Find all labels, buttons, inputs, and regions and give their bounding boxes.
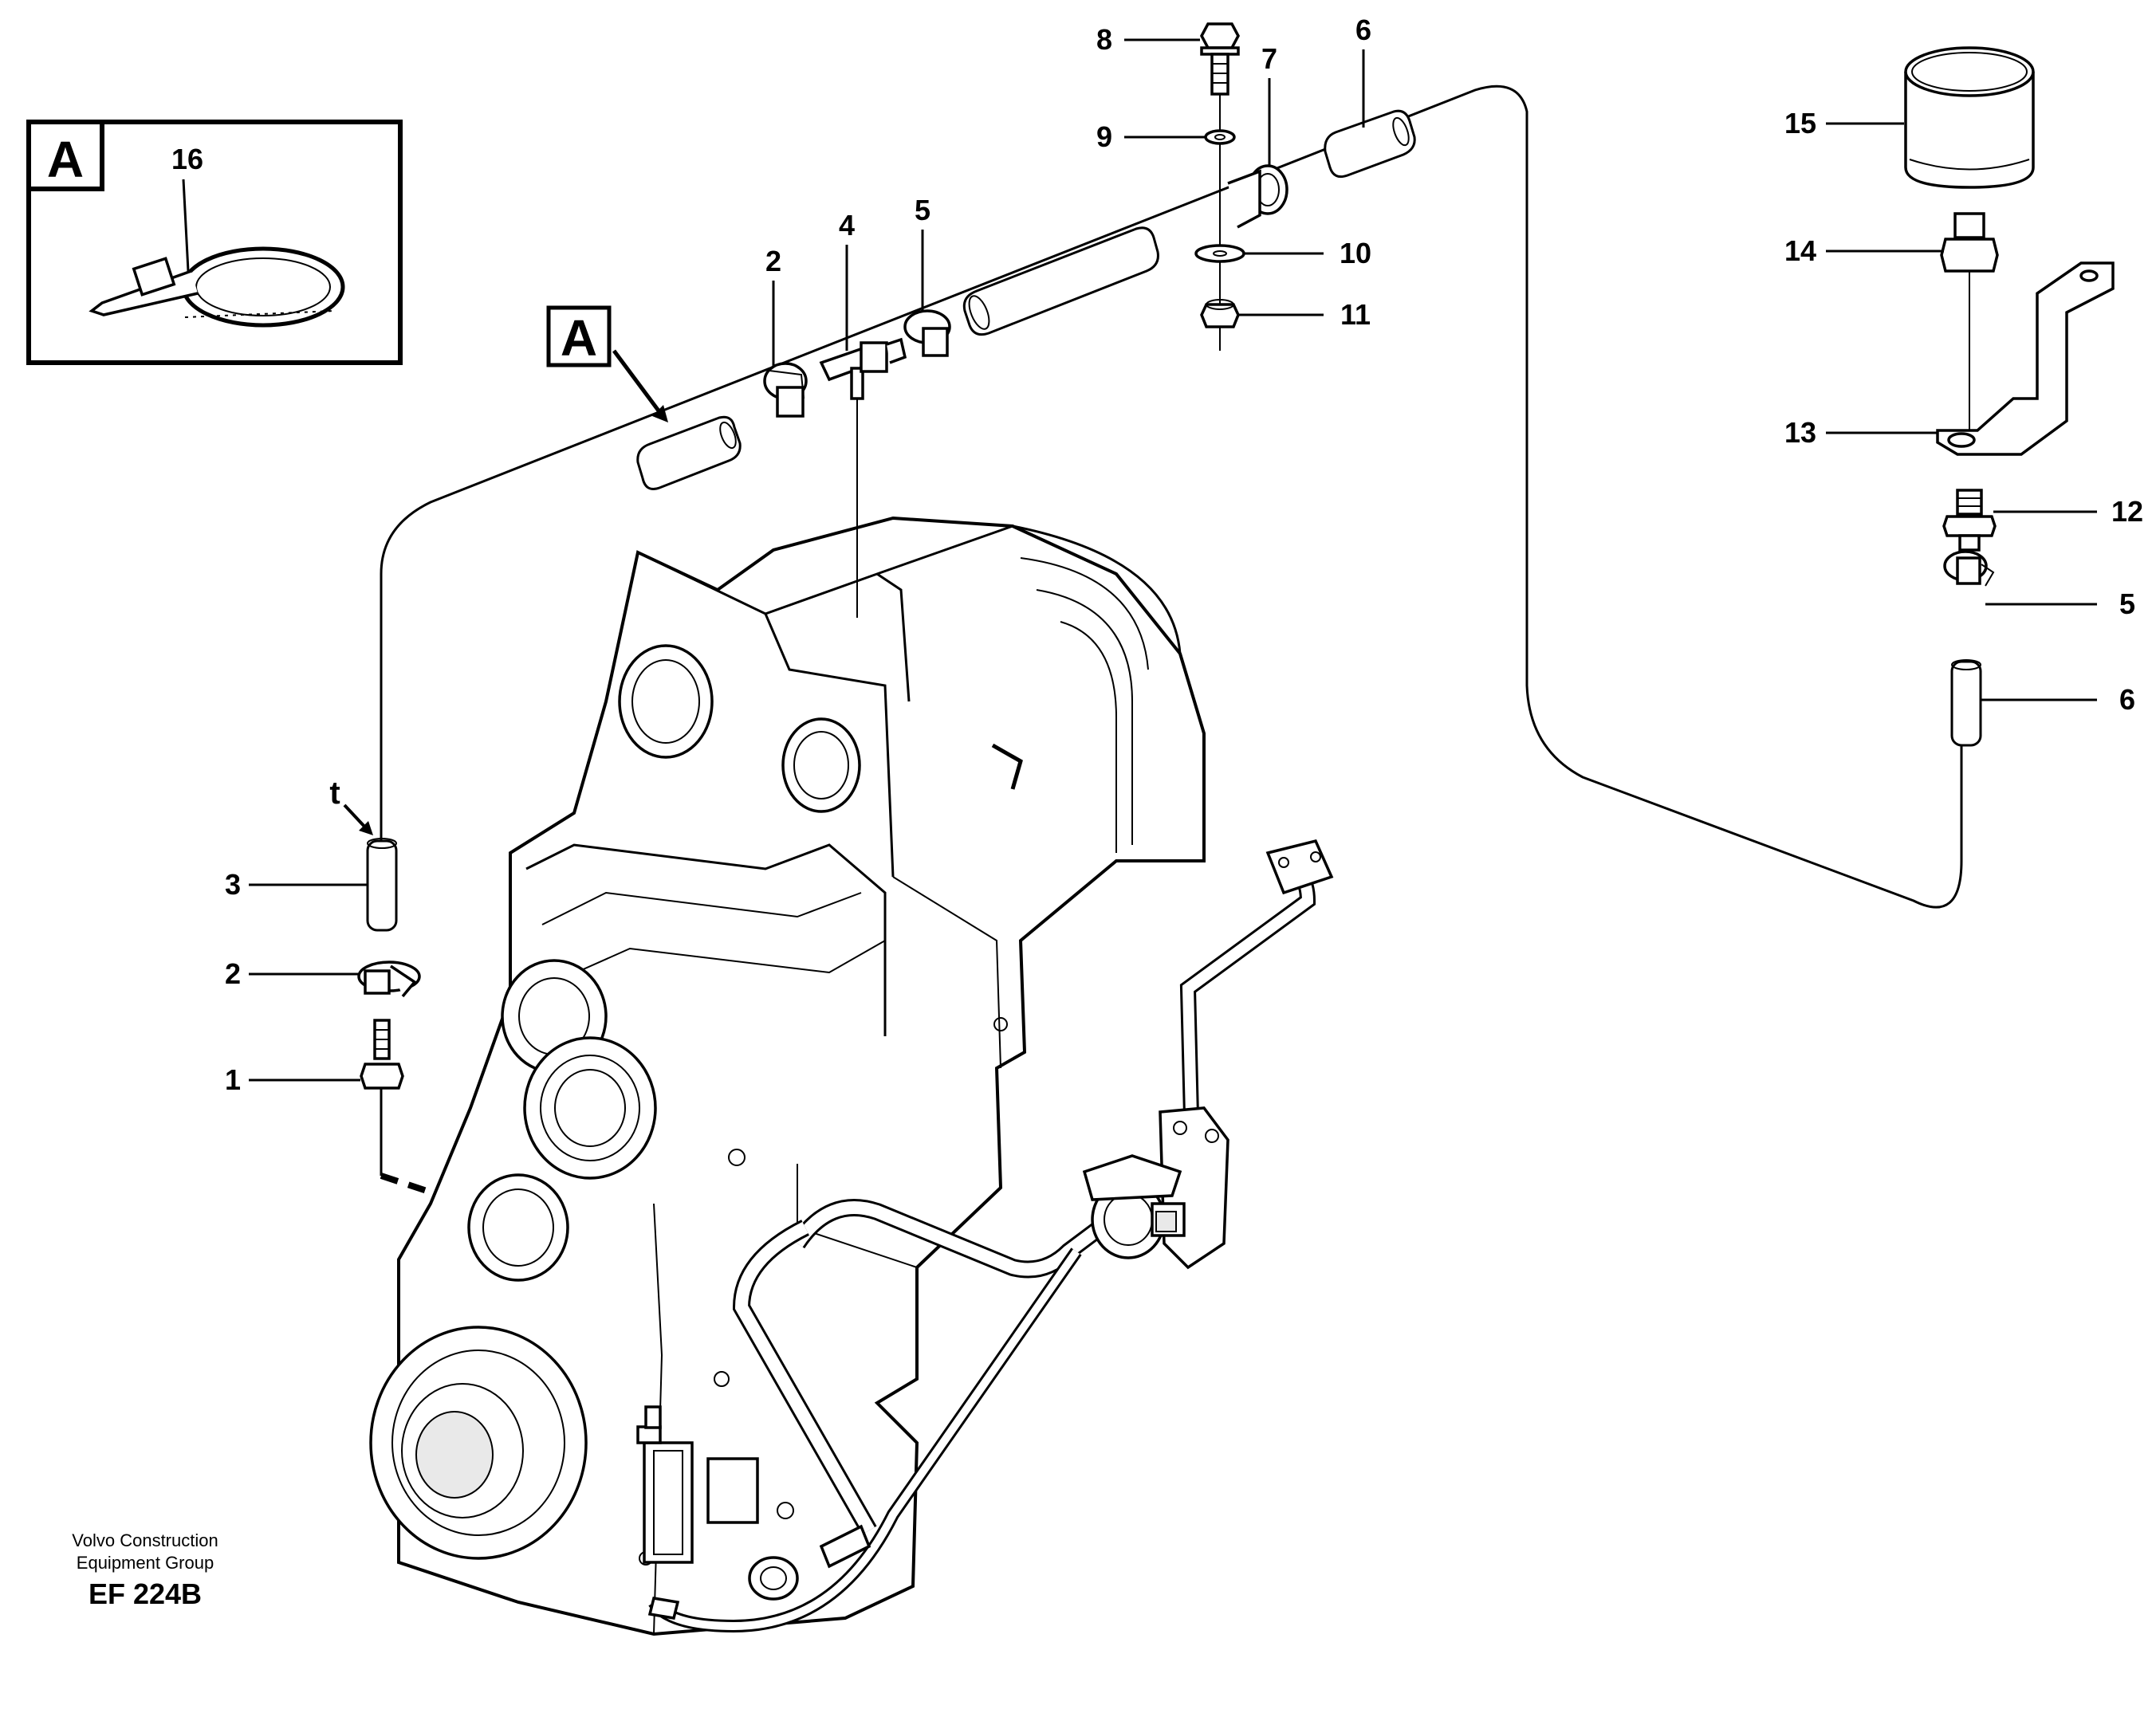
credit-line-2: Equipment Group: [77, 1553, 214, 1573]
fitting-1: [360, 1019, 404, 1090]
transmission-housing: [369, 516, 1206, 1636]
callout-4: 4: [839, 209, 855, 242]
adapter-14: [1940, 212, 1999, 273]
callout-11: 11: [1340, 298, 1371, 331]
temperature-sensor: [1082, 1106, 1229, 1270]
detail-box-a: A 16: [26, 120, 403, 365]
clamp-2-upper: [763, 362, 808, 418]
hose-6-lower: [1950, 659, 1982, 747]
figure-credit: Volvo Construction Equipment Group EF 22…: [72, 1530, 218, 1610]
hose-a: [636, 415, 742, 490]
clamp-2-lower: [357, 961, 421, 998]
callout-5-lower: 5: [2119, 587, 2135, 620]
marker-t: t: [329, 776, 373, 835]
callout-12: 12: [2111, 495, 2143, 528]
hose-long: [962, 226, 1159, 336]
washer-10: [1194, 244, 1245, 263]
bracket-7: [1227, 164, 1288, 229]
callouts: 3 2 1 2 4 5 6 7 8 9 10 11 15 14 13 12: [225, 14, 2143, 1096]
callout-2-lower: 2: [225, 957, 241, 990]
clamp-5-lower: [1943, 550, 1995, 587]
tee-fitting-4: [819, 337, 907, 400]
callout-8: 8: [1096, 23, 1112, 56]
fitting-12: [1942, 489, 1997, 552]
callout-2-upper: 2: [765, 245, 781, 277]
credit-line-1: Volvo Construction: [72, 1530, 218, 1550]
bolt-8: [1200, 22, 1240, 96]
cable-tie-icon: [89, 246, 345, 328]
callout-15: 15: [1784, 107, 1816, 139]
nut-11: [1200, 299, 1240, 328]
filter-15: [1904, 46, 2035, 189]
callout-3: 3: [225, 868, 241, 901]
washer-9: [1204, 129, 1236, 145]
detail-box-label: A: [47, 131, 84, 188]
callout-6-upper: 6: [1355, 14, 1371, 46]
clamp-5-upper: [903, 309, 951, 357]
callout-5-upper: 5: [915, 194, 930, 226]
figure-code: EF 224B: [89, 1577, 202, 1610]
callout-9: 9: [1096, 120, 1112, 153]
oil-pipes: [647, 839, 1334, 1633]
callout-14: 14: [1784, 234, 1816, 267]
hose-3: [366, 838, 398, 932]
bracket-13: [1936, 261, 2115, 456]
detail-ref-a: A: [546, 305, 668, 422]
detail-ref-label: A: [561, 309, 597, 367]
callout-16: 16: [171, 143, 203, 175]
callout-6-lower: 6: [2119, 683, 2135, 716]
callout-t: t: [329, 776, 340, 811]
callout-7: 7: [1261, 42, 1277, 75]
callout-10: 10: [1340, 237, 1371, 269]
callout-13: 13: [1784, 416, 1816, 449]
hose-6-upper: [1324, 109, 1416, 179]
callout-1: 1: [225, 1063, 241, 1096]
